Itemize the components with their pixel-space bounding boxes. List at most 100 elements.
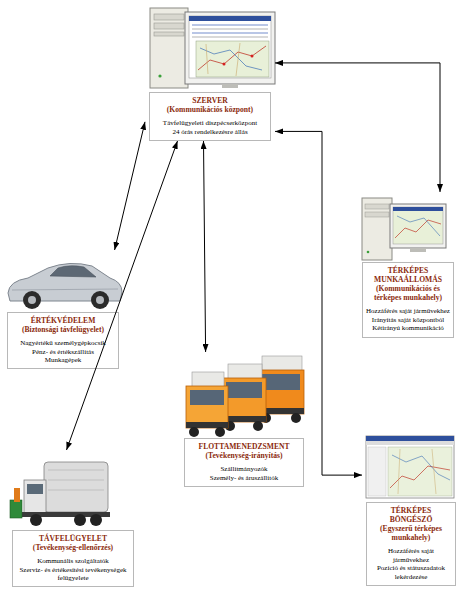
truck-fleet-illustration-part [253,421,263,431]
server-illustration-part [198,46,266,70]
system-node: ÉRTÉKVÉDELEM(Biztonsági távfelügyelet)Na… [3,250,123,369]
workstation-illustration-part [367,251,370,254]
system-node: TÁVFELÜGYELET(Tevékenység-ellenőrzés)Kom… [8,450,138,587]
node-subtitle: (Egyszerű térképes munkahely) [370,524,452,542]
car-illustration-part [28,296,36,304]
map-browser-illustration-part [368,447,386,496]
node-description: Hozzáférés saját járművekhez [370,547,452,564]
node-subtitle: (Biztonsági távfelügyelet) [11,325,115,334]
garbage-truck-illustration-part [44,462,108,512]
garbage-truck-illustration-part [48,470,104,490]
garbage-truck-illustration-part [14,488,20,502]
text-box: SZERVER(Kommunikációs központ)Távfelügye… [149,92,271,141]
truck-fleet-illustration-part [190,390,224,405]
map-browser-illustration-part [366,436,454,498]
server-illustration-part [154,23,184,29]
server-illustration-part [189,16,271,21]
car-illustration-part [91,291,109,309]
connector-arrow [67,141,178,450]
node-description: Munkagépek [11,356,115,364]
car-illustration-part [23,291,41,309]
map-browser-illustration-part [388,447,452,496]
map-browser-illustration-part [398,449,436,494]
workstation-illustration-part [390,204,446,248]
text-box: TÁVFELÜGYELET(Tevékenység-ellenőrzés)Kom… [12,530,134,587]
server-illustration-part [251,55,254,58]
map-browser-illustration-part [366,441,454,445]
server-illustration-part [158,74,161,77]
garbage-truck-illustration-part [24,480,46,514]
truck-fleet-illustration-part [189,427,199,437]
server-illustration-part [223,63,226,66]
connector-arrow [275,63,440,192]
server-illustration-part [189,16,271,78]
server-illustration [150,8,275,88]
server-illustration-part [154,32,184,36]
node-title: ÉRTÉKVÉDELEM [11,316,115,325]
car-illustration-part [50,266,96,277]
garbage-truck-illustration-part [74,514,86,526]
node-description: Szerviz- és értékesítési tevékenységek f… [16,566,130,583]
node-title: SZERVER [153,96,267,105]
server-illustration-part [206,43,240,76]
node-title: TÁVFELÜGYELET [16,534,130,543]
server-illustration-part [154,14,184,20]
system-node: SZERVER(Kommunikációs központ)Távfelügye… [145,4,275,141]
garbage-truck-illustration [10,462,110,526]
truck-fleet-illustration-part [215,427,225,437]
server-illustration-part [192,28,268,30]
connector-arrow [115,122,145,250]
car-illustration-part [12,289,118,290]
map-browser-illustration-part [392,455,450,480]
truck-fleet-illustration-part [291,413,301,423]
car-illustration [8,263,122,309]
server-illustration-part [222,84,238,88]
server-illustration-part [185,12,275,84]
workstation-illustration-part [365,212,389,217]
truck-fleet-illustration-part [186,386,228,428]
workstation-illustration-part [397,216,440,236]
server-illustration-part [192,32,268,34]
garbage-truck-illustration-part [30,514,42,526]
text-box: ÉRTÉKVÉDELEM(Biztonsági távfelügyelet)Na… [7,312,119,369]
map-browser-illustration [366,436,454,498]
node-title: TÉRKÉPES MUNKAÁLLOMÁS [366,266,450,284]
node-description: Személy- és áruszállítók [188,474,300,482]
garbage-truck-illustration-part [90,514,102,526]
node-subtitle: (Kommunikációs és térképes munkahely) [366,284,450,302]
node-title: TÉRKÉPES BÖNGÉSZŐ [370,506,452,524]
node-description: 24 órás rendelkezésre állás [153,128,267,136]
text-box: TÉRKÉPES MUNKAÁLLOMÁS(Kommunikációs és t… [362,262,454,338]
server-illustration-part [150,8,188,88]
truck-fleet-illustration-part [222,416,266,422]
garbage-truck-illustration-part [10,500,22,518]
node-description: Pénz- és értékszállítás [11,348,115,356]
map-browser-illustration-part [366,436,454,441]
node-subtitle: (Tevékenység-irányítás) [188,451,300,460]
truck-fleet-illustration-part [226,382,262,398]
node-description: Távfelügyeleti diszpécserközpont [153,119,267,127]
node-subtitle: (Tevékenység-ellenőrzés) [16,543,130,552]
text-box: TÉRKÉPES BÖNGÉSZŐ(Egyszerű térképes munk… [366,502,456,586]
server-illustration-part [192,24,268,26]
server-illustration-part [196,41,269,77]
garbage-truck-illustration-part [27,484,43,494]
car-illustration-part [96,296,104,304]
node-description: Szállítmányozók [188,465,300,473]
connector-arrow [204,141,206,352]
workstation-illustration-part [393,207,443,244]
node-description: Hozzáférés saját járművekhez [366,307,450,315]
truck-fleet-illustration-part [222,378,266,422]
system-node: FLOTTAMENEDZSMENT(Tevékenység-irányítás)… [180,352,308,487]
text-box: FLOTTAMENEDZSMENT(Tevékenység-irányítás)… [184,438,304,487]
workstation-illustration-part [365,204,389,209]
system-node: TÉRKÉPES BÖNGÉSZŐ(Egyszerű térképes munk… [362,432,460,586]
server-illustration-part [192,36,268,38]
workstation-illustration-part [362,198,392,260]
workstation-illustration-part [410,248,426,252]
connector-arrow [275,131,362,475]
truck-fleet-illustration-part [186,422,228,428]
